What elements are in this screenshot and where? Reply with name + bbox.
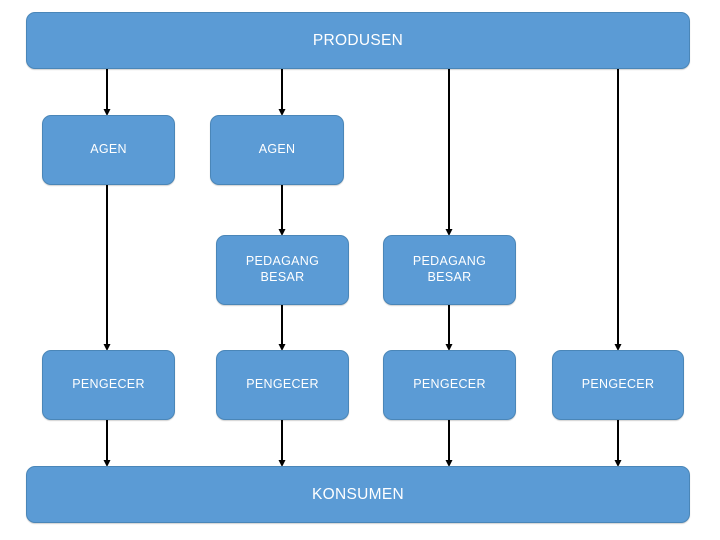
- node-pedagang-1: PEDAGANG BESAR: [216, 235, 349, 305]
- node-label: PENGECER: [72, 377, 145, 392]
- connector-arrow: [445, 69, 453, 236]
- connector-arrow: [103, 420, 111, 467]
- connector-arrow: [445, 305, 453, 351]
- node-konsumen: KONSUMEN: [26, 466, 690, 523]
- node-pengecer-3: PENGECER: [383, 350, 516, 420]
- connector-arrow: [103, 69, 111, 116]
- connector-arrow: [278, 420, 286, 467]
- node-label: KONSUMEN: [312, 485, 404, 503]
- node-label: AGEN: [90, 142, 127, 157]
- node-label: PENGECER: [581, 377, 655, 392]
- node-label: AGEN: [258, 142, 296, 157]
- connector-arrow: [278, 305, 286, 351]
- node-label: PENGECER: [246, 377, 319, 392]
- connector-arrow: [445, 420, 453, 467]
- node-label: PEDAGANG BESAR: [412, 254, 487, 284]
- connector-arrow: [278, 69, 286, 116]
- connector-arrow: [614, 69, 622, 351]
- node-pengecer-1: PENGECER: [42, 350, 175, 420]
- node-label: PRODUSEN: [312, 31, 404, 49]
- node-label: PEDAGANG BESAR: [245, 254, 320, 284]
- node-pengecer-2: PENGECER: [216, 350, 349, 420]
- node-agen-2: AGEN: [210, 115, 344, 185]
- node-produsen: PRODUSEN: [26, 12, 690, 69]
- connector-arrow: [614, 420, 622, 467]
- node-agen-1: AGEN: [42, 115, 175, 185]
- node-pengecer-4: PENGECER: [552, 350, 684, 420]
- node-label: PENGECER: [413, 377, 486, 392]
- node-pedagang-2: PEDAGANG BESAR: [383, 235, 516, 305]
- connector-arrow: [103, 185, 111, 351]
- connector-arrow: [278, 185, 286, 236]
